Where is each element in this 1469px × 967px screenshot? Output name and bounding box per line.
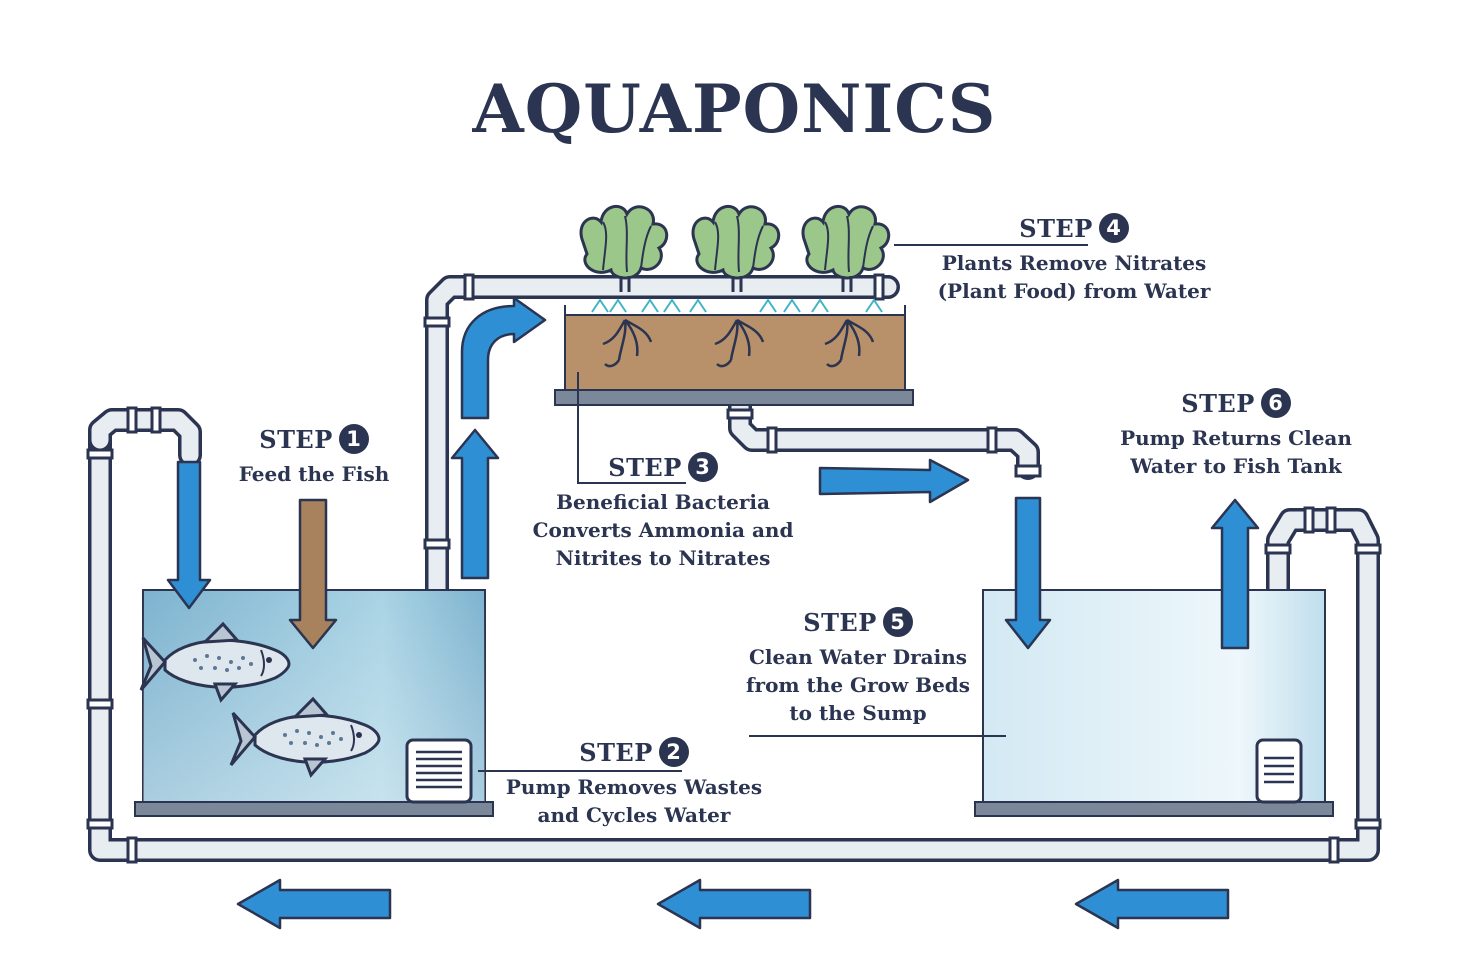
step-3-heading: STEP 3 [608,452,718,482]
step-1-heading: STEP 1 [259,424,369,454]
step-5-text: Clean Water Drains from the Grow Beds to… [745,645,971,725]
pump-icon [405,738,473,804]
spray-drips [591,298,883,313]
inlet-pipe-fish-tank [88,408,202,467]
step-4-text: Plants Remove Nitrates (Plant Food) from… [937,251,1211,303]
flow-arrow-icon [166,296,1260,930]
riser-pipe [425,275,900,757]
step-3: STEP 3 Beneficial Bacteria Converts Ammo… [518,452,808,572]
step-5-number-badge: 5 [882,607,913,637]
page-title: AQUAPONICS [472,70,997,148]
step-6-number-badge: 6 [1260,388,1291,418]
step-3-label: STEP [608,452,682,482]
step-6: STEP 6 Pump Returns Clean Water to Fish … [1106,388,1366,480]
step-1: STEP 1 Feed the Fish [214,424,414,488]
step-2-heading: STEP 2 [579,737,689,767]
step-1-text: Feed the Fish [238,462,390,486]
step-4-heading: STEP 4 [1019,213,1129,243]
drain-pipe [728,393,1040,480]
step-2-label: STEP [579,737,653,767]
step-6-label: STEP [1181,388,1255,418]
step-2-number-badge: 2 [658,737,689,767]
step-4: STEP 4 Plants Remove Nitrates (Plant Foo… [924,213,1224,305]
step-5-label: STEP [803,607,877,637]
return-pipe [88,428,1380,862]
step-4-number-badge: 4 [1098,213,1129,243]
lettuce-icon [579,204,891,294]
step-2: STEP 2 Pump Removes Wastes and Cycles Wa… [494,737,774,829]
step-6-heading: STEP 6 [1181,388,1291,418]
step-3-text: Beneficial Bacteria Converts Ammonia and… [532,490,794,570]
step-1-label: STEP [259,424,333,454]
step-4-label: STEP [1019,213,1093,243]
pump-icon [1255,738,1303,804]
step-2-text: Pump Removes Wastes and Cycles Water [505,775,763,827]
step-5: STEP 5 Clean Water Drains from the Grow … [733,607,983,727]
leader-lines [478,244,1088,772]
pipe-couplings [86,273,1382,864]
step-6-text: Pump Returns Clean Water to Fish Tank [1120,426,1352,478]
step-1-number-badge: 1 [338,424,369,454]
step-3-number-badge: 3 [687,452,718,482]
step-5-heading: STEP 5 [803,607,913,637]
